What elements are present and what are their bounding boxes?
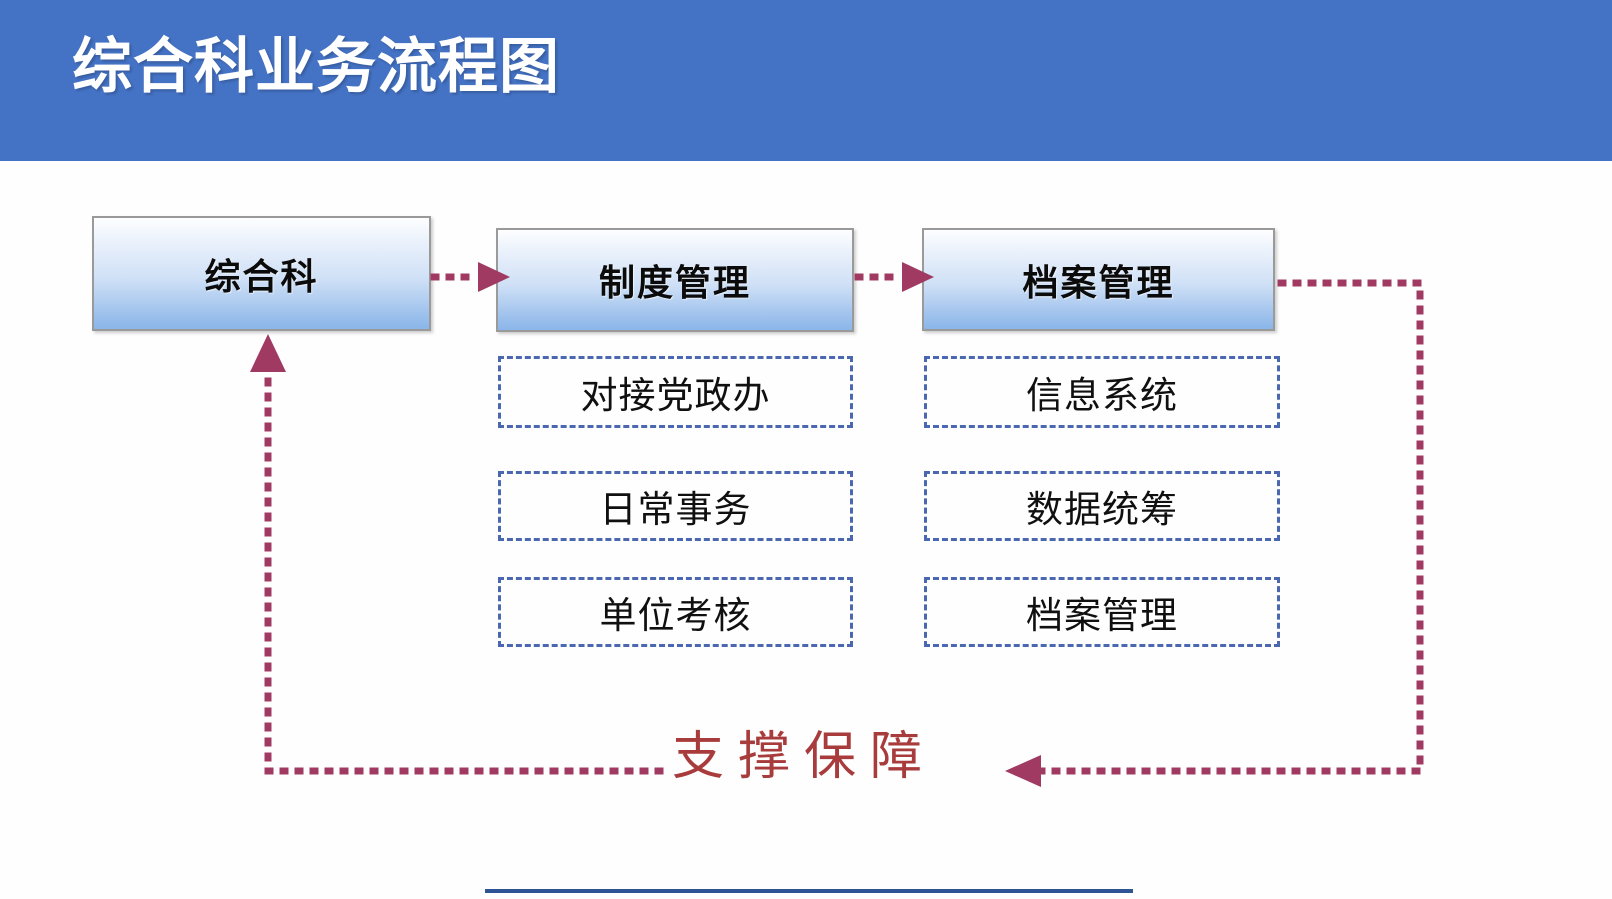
page-title: 综合科业务流程图 [72,33,560,100]
sub-item-box[interactable]: 数据统筹 [924,471,1280,541]
title-banner: 综合科业务流程图 [0,0,1612,161]
sub-item-box[interactable]: 日常事务 [498,471,853,541]
sub-item-box[interactable]: 信息系统 [924,356,1280,428]
sub-item-box[interactable]: 对接党政办 [498,356,853,428]
sub-item-label: 单位考核 [599,595,752,636]
support-label: 支撑保障 [672,728,937,786]
sub-item-box[interactable]: 档案管理 [924,577,1280,647]
process-box-label: 综合科 [204,255,319,297]
process-box-label: 制度管理 [598,262,751,303]
sub-item-label: 对接党政办 [580,375,771,416]
sub-item-box[interactable]: 单位考核 [498,577,853,647]
sub-item-label: 信息系统 [1026,375,1178,416]
sub-item-label: 数据统筹 [1026,489,1178,530]
process-box-dangan[interactable]: 档案管理 [922,228,1275,331]
process-box-label: 档案管理 [1022,261,1175,303]
process-box-zonghe[interactable]: 综合科 [92,216,431,331]
sub-item-label: 日常事务 [599,489,752,530]
process-box-zhidu[interactable]: 制度管理 [496,228,854,332]
sub-item-label: 档案管理 [1026,595,1178,636]
bottom-accent-rule [485,889,1133,893]
